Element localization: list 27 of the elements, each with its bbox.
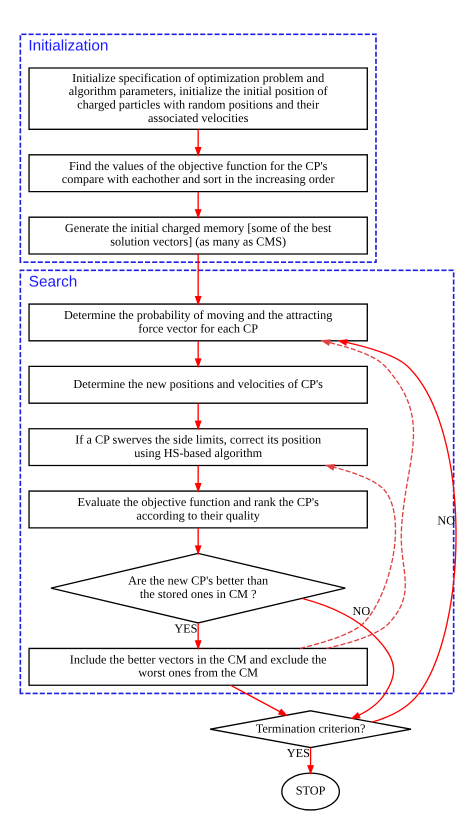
node-box: If a CP swerves the side limits, correct its position using HS-based algorithm bbox=[28, 428, 368, 466]
arrow bbox=[194, 129, 202, 156]
arrow bbox=[194, 465, 202, 492]
node-box: Evaluate the objective function and rank the CP's according to their quality bbox=[28, 490, 368, 528]
node-box: Find the values of the objective function for the CP's compare with eachother and sort in the increasing order bbox=[28, 154, 368, 192]
arrow bbox=[320, 338, 414, 649]
arrow bbox=[302, 597, 394, 719]
edge-label: YES bbox=[286, 745, 310, 760]
edge-label: YES bbox=[174, 620, 198, 635]
node-diamond: Are the new CP's better than the stored ones in CM ? bbox=[50, 552, 346, 624]
node-box: Generate the initial charged memory [some of the best solution vectors] (as many as CMS) bbox=[28, 216, 368, 254]
arrow bbox=[194, 254, 202, 306]
node-ellipse: STOP bbox=[281, 772, 340, 810]
edge-label: NO bbox=[352, 604, 370, 618]
arrow bbox=[194, 191, 202, 218]
arrow bbox=[194, 340, 202, 368]
node-box: Determine the probability of moving and the attracting force vector for each CP bbox=[28, 302, 368, 342]
node-box: Determine the new positions and velocities of CP's bbox=[28, 365, 368, 404]
node-box: Initialize specification of optimization problem and algorithm parameters, initialize the initial position of charged particles with random positions and their associated velocities bbox=[28, 66, 368, 130]
arrow bbox=[307, 747, 314, 774]
node-box: Include the better vectors in the CM and exclude the worst ones from the CM bbox=[28, 647, 368, 686]
arrow bbox=[300, 464, 396, 649]
arrow bbox=[194, 402, 202, 430]
arrow bbox=[194, 622, 202, 650]
arrow bbox=[194, 527, 202, 555]
arrow bbox=[337, 338, 457, 722]
edge-label: NO bbox=[437, 512, 456, 527]
